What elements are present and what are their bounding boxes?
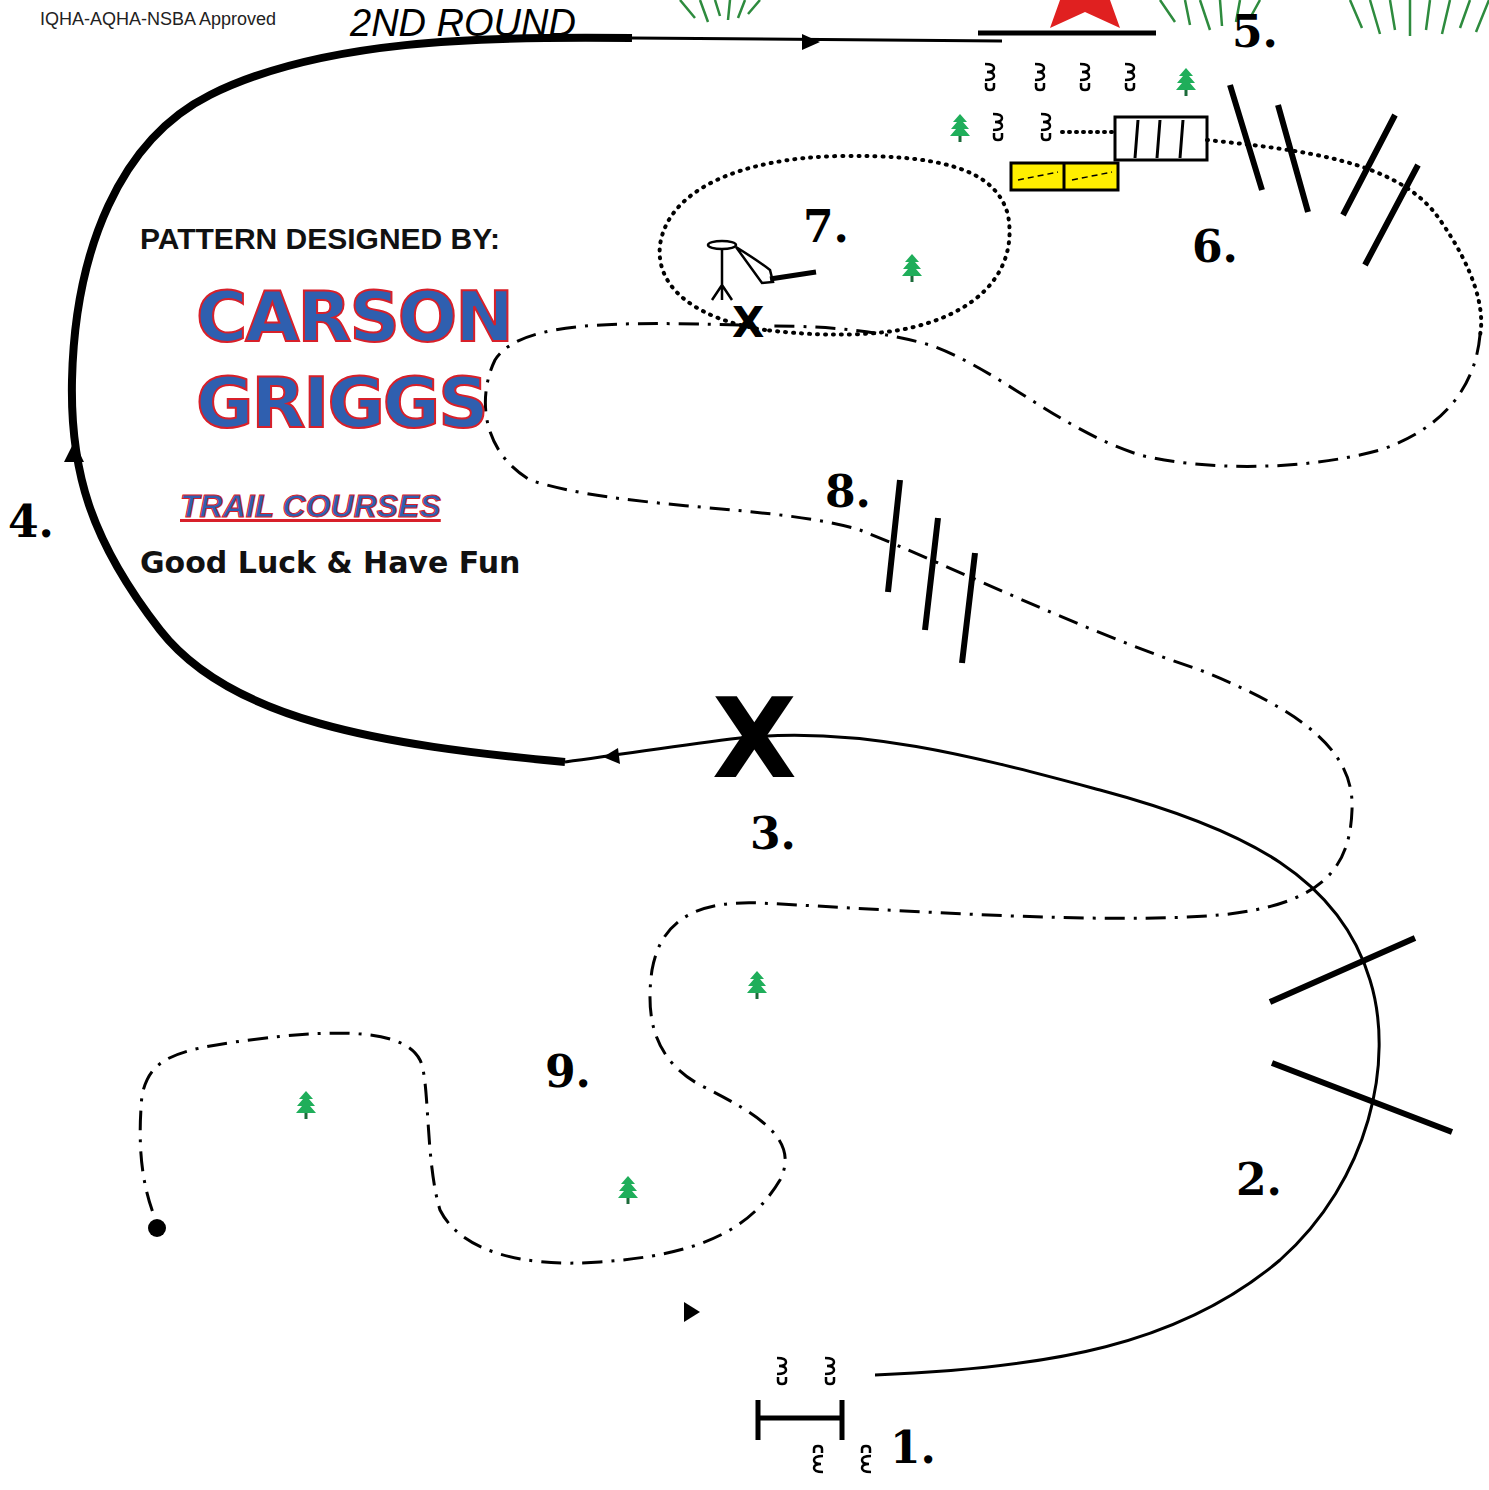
tree: [296, 1091, 316, 1119]
callout-number: 3.: [750, 812, 796, 856]
designer-heading: PATTERN DESIGNED BY:: [140, 224, 500, 254]
route-thick: [72, 38, 632, 762]
callout-number: 8.: [825, 470, 871, 514]
round-title: 2ND ROUND: [350, 4, 576, 42]
route-solid: [565, 735, 1379, 1375]
cone: [1125, 64, 1134, 90]
callout-number: 1.: [890, 1426, 936, 1470]
callout-number: 2.: [1236, 1158, 1282, 1202]
cone: [985, 64, 994, 90]
tree: [618, 1176, 638, 1204]
pole: [1270, 938, 1452, 1132]
pole: [888, 480, 975, 663]
tree: [902, 254, 922, 282]
cone: [814, 1446, 823, 1472]
start-bracket: [758, 1400, 842, 1440]
callout-number: 4.: [8, 500, 54, 544]
callout-number: 9.: [545, 1050, 591, 1094]
arrowhead: [802, 34, 820, 50]
yellow-bridge: [1011, 163, 1118, 190]
callout-number: 7.: [803, 205, 849, 249]
dash-dot-path: [770, 326, 1480, 466]
dotted-path: [660, 156, 1010, 335]
garland: [680, 0, 1489, 36]
cone: [1035, 64, 1044, 90]
tree: [1176, 68, 1196, 96]
rail: [978, 31, 1156, 36]
callout-number: 5.: [1232, 10, 1278, 54]
arrowhead: [684, 1302, 700, 1322]
tree: [950, 114, 970, 142]
greeting: Good Luck & Have Fun: [140, 548, 520, 578]
route-top: [632, 38, 1002, 41]
dotted-path: [1207, 140, 1481, 335]
x-mark: X: [712, 684, 797, 794]
arrowhead: [64, 442, 84, 462]
cone: [993, 114, 1002, 140]
approval-note: IQHA-AQHA-NSBA Approved: [40, 10, 276, 28]
cone: [777, 1358, 786, 1384]
cone: [825, 1358, 834, 1384]
pole: [1230, 85, 1418, 265]
callout-number: 6.: [1192, 225, 1238, 269]
finish-dot: [148, 1219, 166, 1237]
cone: [1080, 64, 1089, 90]
dash-dot-path: [140, 324, 1352, 1264]
designer-name: GRIGGS: [196, 368, 487, 438]
box-obstacle: [1115, 117, 1207, 160]
brand-subtitle: TRAIL COURSES: [180, 490, 441, 522]
tree: [747, 971, 767, 999]
designer-name: CARSON: [196, 282, 512, 352]
arrowhead: [603, 748, 620, 764]
dotted-path: [1062, 130, 1113, 134]
cone: [1041, 114, 1050, 140]
x-mark: X: [732, 302, 764, 344]
bow: [1050, 0, 1120, 28]
cone: [862, 1446, 871, 1472]
stand-obstacle: [708, 241, 816, 300]
